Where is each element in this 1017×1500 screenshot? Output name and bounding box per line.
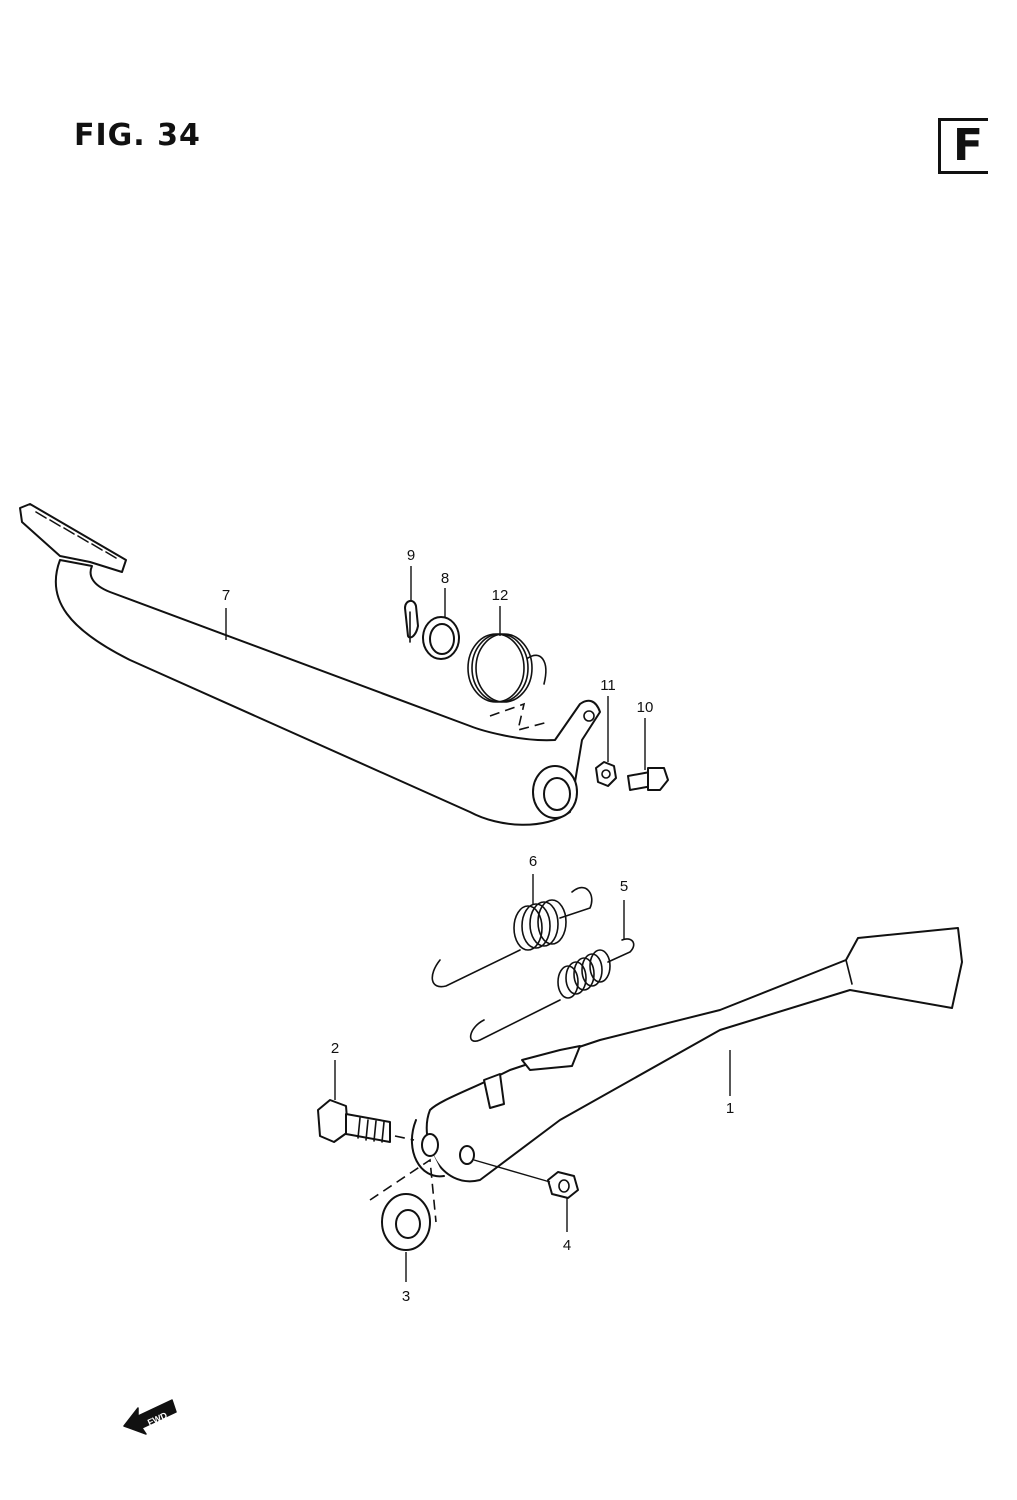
bolt-part-10[interactable] [627, 767, 669, 791]
forward-arrow-icon: FWD [123, 1399, 177, 1435]
washer-part-3[interactable] [381, 1193, 431, 1251]
brake-pedal-part-7[interactable] [19, 503, 601, 826]
callout-2: 2 [331, 1040, 339, 1057]
nut-part-11[interactable] [595, 761, 617, 787]
return-spring-part-12[interactable] [467, 633, 547, 703]
callout-5: 5 [620, 878, 628, 895]
callout-1: 1 [726, 1100, 734, 1117]
washer-part-8[interactable] [422, 616, 460, 660]
callout-12: 12 [492, 587, 509, 604]
callout-9: 9 [407, 547, 415, 564]
cotter-pin-part-9[interactable] [404, 600, 419, 643]
figure-title: FIG. 34 [74, 118, 201, 153]
callout-10: 10 [637, 699, 654, 716]
callout-4: 4 [563, 1237, 571, 1254]
callout-8: 8 [441, 570, 449, 587]
pivot-bolt-part-2[interactable] [317, 1099, 391, 1143]
spring-part-5[interactable] [469, 938, 635, 1042]
callout-6: 6 [529, 853, 537, 870]
stand-lever-part-1[interactable] [411, 927, 963, 1183]
nut-part-4[interactable] [547, 1171, 579, 1199]
section-badge: F [938, 118, 988, 174]
callout-3: 3 [402, 1288, 410, 1305]
callout-11: 11 [600, 677, 616, 694]
spring-part-6[interactable] [431, 886, 593, 988]
callout-7: 7 [222, 587, 230, 604]
